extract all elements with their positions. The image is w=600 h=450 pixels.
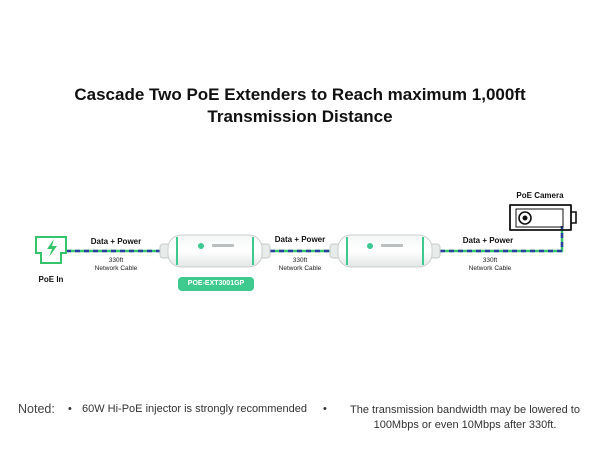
segment-3-cable-label: Network Cable <box>469 265 512 272</box>
segment-1-cable-label: Network Cable <box>95 265 138 272</box>
diagram-title: Cascade Two PoE Extenders to Reach maxim… <box>0 84 600 128</box>
segment-2-top-label: Data + Power <box>275 235 325 244</box>
segment-2-cable-label: Network Cable <box>279 265 322 272</box>
segment-3-distance: 330ft <box>483 257 498 264</box>
bullet-icon: • <box>68 403 72 415</box>
extender-model-badge: POE-EXT3001GP <box>178 277 254 291</box>
segment-1-top-label: Data + Power <box>91 237 141 246</box>
notes-heading: Noted: <box>18 402 55 416</box>
segment-2-distance: 330ft <box>293 257 308 264</box>
poe-in-label: PoE In <box>39 275 64 284</box>
bullet-icon: • <box>323 403 327 415</box>
segment-1-distance: 330ft <box>109 257 124 264</box>
camera-icon <box>509 204 577 231</box>
note-item-2: The transmission bandwidth may be lowere… <box>350 404 580 431</box>
poe-extender-2 <box>329 234 441 268</box>
segment-3-top-label: Data + Power <box>463 236 513 245</box>
title-line-1: Cascade Two PoE Extenders to Reach maxim… <box>74 85 526 104</box>
note-item-1: 60W Hi-PoE injector is strongly recommen… <box>82 403 307 415</box>
poe-camera-label: PoE Camera <box>516 191 564 200</box>
title-line-2: Transmission Distance <box>207 107 393 126</box>
cable-segment-3 <box>440 226 564 253</box>
ethernet-port-icon <box>35 236 67 264</box>
poe-extender-1 <box>159 234 271 268</box>
